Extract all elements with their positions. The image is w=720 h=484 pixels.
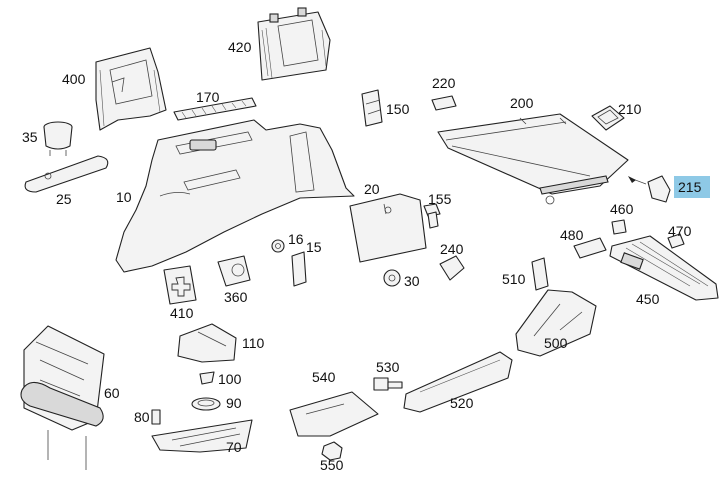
part-150-bracket: [361, 89, 383, 127]
part-170-strip: [173, 97, 257, 121]
part-200-cover: [437, 113, 629, 205]
label-510: 510: [502, 271, 526, 287]
label-35: 35: [22, 129, 38, 145]
part-540-bracket: [289, 391, 379, 437]
label-170: 170: [196, 89, 220, 105]
label-540: 540: [312, 369, 336, 385]
clip-icon: [297, 7, 307, 17]
part-470-screw: [667, 233, 685, 249]
part-220-cover: [431, 95, 457, 111]
label-220: 220: [432, 75, 456, 91]
part-10-side-panel: [115, 119, 355, 273]
label-360: 360: [224, 289, 248, 305]
label-30: 30: [404, 273, 420, 289]
label-470: 470: [668, 223, 692, 239]
part-70-bracket: [151, 419, 253, 453]
label-480: 480: [560, 227, 584, 243]
part-510-latch: [531, 257, 549, 291]
part-450-sill-plate: [609, 235, 719, 301]
label-25: 25: [56, 191, 72, 207]
label-215: 215: [678, 179, 702, 195]
label-530: 530: [376, 359, 400, 375]
part-400-trim: [95, 47, 167, 131]
label-450: 450: [636, 291, 660, 307]
label-10: 10: [116, 189, 132, 205]
label-210: 210: [618, 101, 642, 117]
part-110-cover: [177, 323, 237, 363]
label-15: 15: [306, 239, 322, 255]
clip-icon: [269, 13, 279, 23]
part-25-mat: [24, 155, 109, 193]
label-100: 100: [218, 371, 242, 387]
part-100-screw: [199, 371, 215, 385]
part-480-clip: [573, 237, 607, 259]
part-60-divider: [20, 325, 105, 470]
label-520: 520: [450, 395, 474, 411]
part-16-grommet: [271, 239, 285, 253]
part-90-ring: [191, 397, 221, 411]
label-150: 150: [386, 101, 410, 117]
label-550: 550: [320, 457, 344, 473]
label-16: 16: [288, 231, 304, 247]
part-240-cap: [439, 255, 465, 281]
part-410-first-aid: [163, 265, 197, 305]
label-500: 500: [544, 335, 568, 351]
label-400: 400: [62, 71, 86, 87]
highlight-box-215: [674, 176, 710, 198]
part-520-rail: [403, 351, 513, 413]
label-70: 70: [226, 439, 242, 455]
part-15-handle: [291, 251, 307, 287]
label-110: 110: [242, 335, 265, 351]
part-155-bolt: [423, 203, 441, 229]
label-155: 155: [428, 191, 452, 207]
label-90: 90: [226, 395, 242, 411]
part-210-lid: [591, 105, 625, 131]
label-410: 410: [170, 305, 194, 321]
label-80: 80: [134, 409, 150, 425]
part-460-clip: [611, 219, 627, 235]
label-200: 200: [510, 95, 534, 111]
part-420-panel: [257, 7, 331, 81]
label-60: 60: [104, 385, 120, 401]
label-460: 460: [610, 201, 634, 217]
label-420: 420: [228, 39, 252, 55]
part-550-nut: [321, 441, 343, 461]
part-80-bolt: [151, 409, 161, 425]
part-35-cup: [43, 121, 73, 156]
part-500-frame: [515, 289, 597, 357]
part-530-bolt: [373, 377, 403, 391]
label-240: 240: [440, 241, 464, 257]
part-360-socket: [217, 255, 251, 287]
part-215-hook: [628, 175, 671, 203]
label-20: 20: [364, 181, 380, 197]
part-20-panel: [349, 193, 427, 263]
part-30-clip: [383, 269, 401, 287]
